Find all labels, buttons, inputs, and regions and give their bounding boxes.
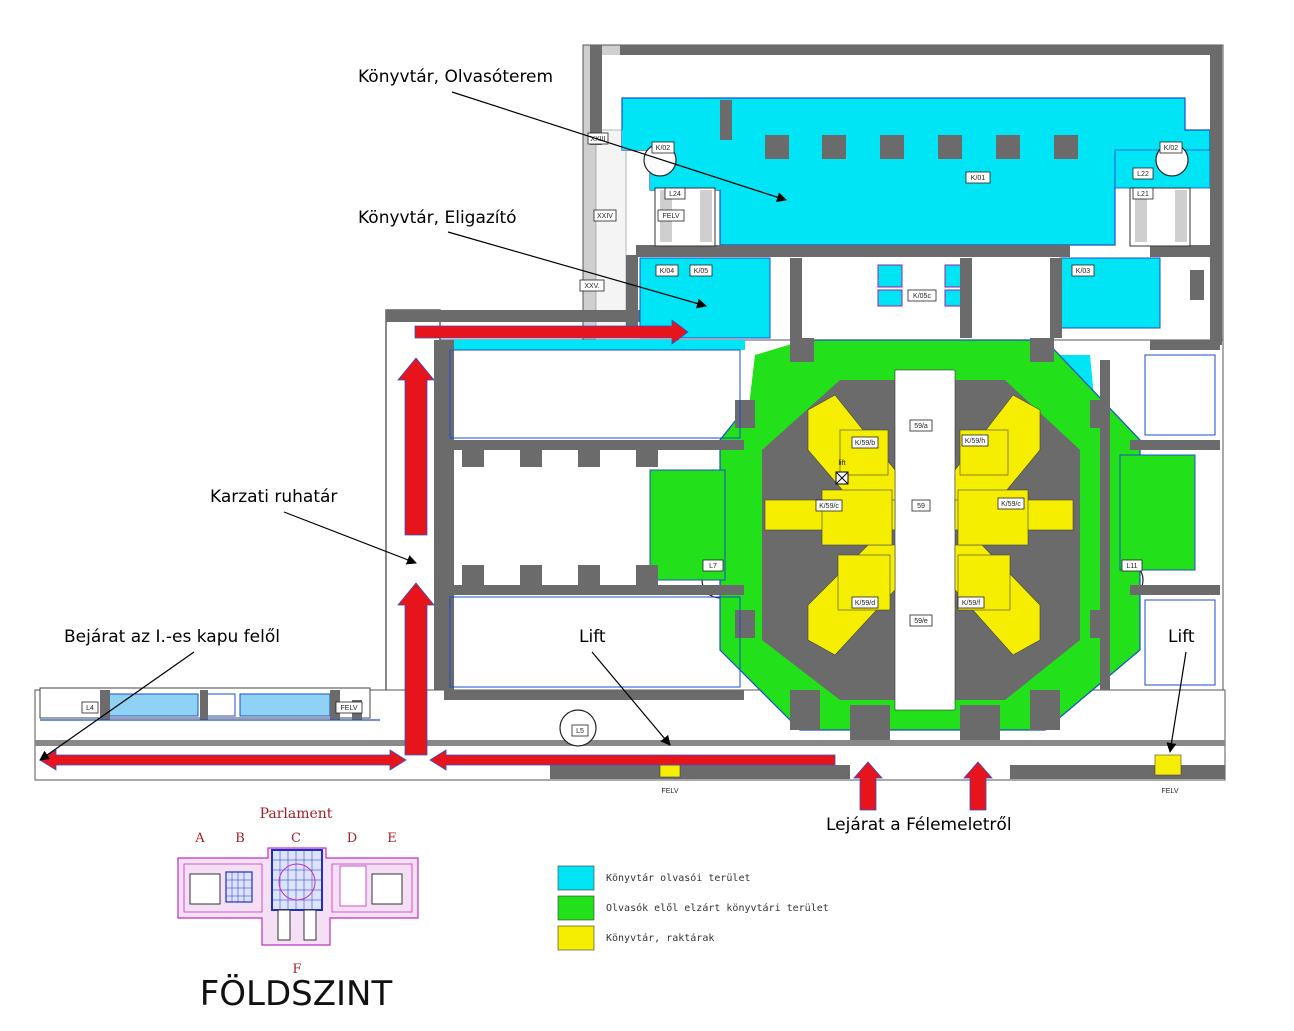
lift-marker-right bbox=[1154, 754, 1182, 776]
legend-swatch-closed bbox=[557, 895, 595, 921]
label-lift-center: Lift bbox=[579, 627, 606, 647]
legend-label-reading: Könyvtár olvasói terület bbox=[606, 872, 751, 884]
callouts: Könyvtár, Olvasóterem Könyvtár, Eligazít… bbox=[39, 67, 1195, 835]
inset-letter-b: B bbox=[235, 831, 245, 846]
lift-marker-center bbox=[659, 764, 681, 778]
inset-title: Parlament bbox=[260, 806, 333, 822]
inset-letter-d: D bbox=[347, 831, 357, 846]
felv-left: FELV bbox=[341, 705, 358, 712]
room-k05c: K/05c bbox=[913, 293, 931, 300]
label-lift-right: Lift bbox=[1168, 627, 1195, 647]
room-k59f: K/59/f bbox=[962, 600, 980, 607]
wall-outlines bbox=[449, 349, 1216, 688]
arrow-lejarat-left bbox=[853, 761, 883, 811]
inset-keymap: Parlament A B C D E F FÖLDSZINT bbox=[177, 806, 419, 1014]
room-k59c: K/59/c bbox=[819, 503, 839, 510]
label-bejarat: Bejárat az I.-es kapu felől bbox=[64, 627, 280, 647]
room-l4: L4 bbox=[86, 705, 94, 712]
room-k59h: K/59/h bbox=[965, 438, 985, 445]
room-k02-right: K/02 bbox=[1164, 145, 1179, 152]
room-59: 59 bbox=[917, 503, 925, 510]
arrow-lejarat-right bbox=[963, 761, 993, 811]
legend: Könyvtár olvasói terület Olvasók elől el… bbox=[557, 865, 829, 951]
legend-swatch-storage bbox=[557, 925, 595, 951]
room-59e: 59/e bbox=[914, 618, 928, 625]
room-xxiv: XXIV bbox=[597, 213, 613, 220]
arrow-bejarat bbox=[39, 749, 407, 771]
arrow-from-lejarat bbox=[429, 749, 836, 771]
room-k05: K/05 bbox=[694, 268, 709, 275]
room-k01: K/01 bbox=[971, 175, 986, 182]
inset-letter-c: C bbox=[291, 831, 301, 846]
arrow-to-eligazito bbox=[414, 319, 689, 345]
room-xxv: XXV. bbox=[584, 283, 599, 290]
arrow-up-upper bbox=[397, 357, 435, 536]
reading-pillars bbox=[590, 45, 1222, 345]
felv-labels: FELV FELV FELV FELV bbox=[335, 209, 1179, 795]
inset-letter-e: E bbox=[387, 831, 397, 846]
room-l24: L24 bbox=[669, 191, 681, 198]
route-arrows bbox=[39, 319, 993, 811]
lift-small-label: lift bbox=[839, 460, 846, 467]
felv-right: FELV bbox=[1162, 788, 1179, 795]
inset-letter-a: A bbox=[194, 831, 205, 846]
room-k02: K/02 bbox=[656, 145, 671, 152]
legend-label-storage: Könyvtár, raktárak bbox=[606, 932, 714, 944]
room-k59d: K/59/d bbox=[855, 600, 875, 607]
left-wing bbox=[40, 690, 380, 721]
central-octagon bbox=[649, 338, 1196, 740]
label-ruhatar: Karzati ruhatár bbox=[210, 487, 337, 507]
room-59a: 59/a bbox=[914, 423, 928, 430]
inset-letter-f: F bbox=[292, 962, 301, 977]
felv-center: FELV bbox=[662, 788, 679, 795]
room-k59b: K/59/b bbox=[855, 440, 875, 447]
label-eligazito: Könyvtár, Eligazító bbox=[358, 208, 517, 228]
room-k03: K/03 bbox=[1076, 268, 1091, 275]
room-l5: L5 bbox=[576, 728, 584, 735]
legend-label-closed: Olvasók elől elzárt könyvtári terület bbox=[606, 902, 829, 914]
level-title: FÖLDSZINT bbox=[200, 973, 393, 1014]
label-olvasoterem: Könyvtár, Olvasóterem bbox=[358, 67, 553, 87]
room-l22: L22 bbox=[1137, 171, 1149, 178]
corridor-columns bbox=[444, 270, 1220, 700]
felv-top: FELV bbox=[663, 213, 680, 220]
room-l11: L11 bbox=[1126, 563, 1137, 570]
room-l7: L7 bbox=[709, 563, 717, 570]
room-codes: K/01 K/02 K/02 K/03 K/04 K/05 K/05c L22 … bbox=[81, 132, 1183, 737]
legend-swatch-reading bbox=[557, 865, 595, 891]
room-k59g: K/59/c bbox=[1001, 501, 1021, 508]
room-k04: K/04 bbox=[660, 268, 675, 275]
arrow-up-lower bbox=[397, 582, 435, 756]
label-lejarat: Lejárat a Félemeletről bbox=[826, 815, 1012, 835]
room-l21: L21 bbox=[1137, 191, 1149, 198]
